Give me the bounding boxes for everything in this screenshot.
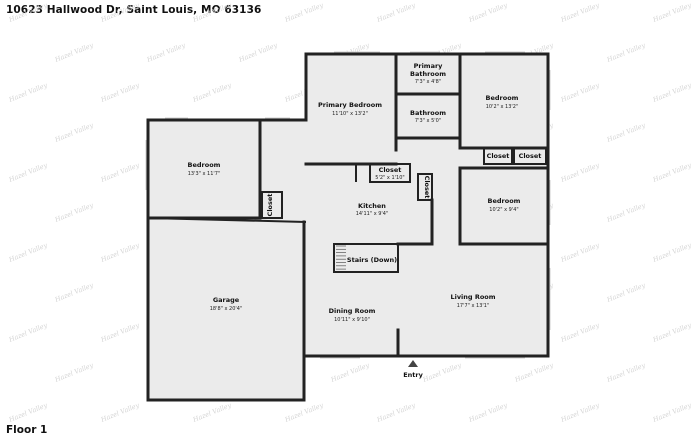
watermark-text: Hazel Valley: [53, 361, 95, 384]
watermark-text: Hazel Valley: [651, 401, 692, 424]
stairs-name: Stairs (Down): [347, 256, 397, 264]
watermark-text: Hazel Valley: [99, 241, 141, 264]
watermark-text: Hazel Valley: [7, 241, 49, 264]
stair-treads: [336, 245, 346, 270]
watermark-text: Hazel Valley: [605, 361, 647, 384]
watermark-text: Hazel Valley: [467, 1, 509, 24]
watermark-text: Hazel Valley: [99, 321, 141, 344]
walls: [146, 52, 550, 402]
closet-ne2-name: Closet: [519, 152, 542, 160]
watermark-text: Hazel Valley: [237, 41, 279, 64]
primary-bathroom-name-1: Primary: [414, 62, 444, 70]
primary-bathroom-dims: 7'3" x 4'8": [415, 79, 441, 85]
watermark-text: Hazel Valley: [145, 41, 187, 64]
watermark-text: Hazel Valley: [421, 361, 463, 384]
watermark-text: Hazel Valley: [99, 401, 141, 424]
closet-w-name: Closet: [266, 194, 274, 217]
closet-hall-dims: 5'2" x 1'10": [375, 175, 404, 181]
watermark-text: Hazel Valley: [605, 121, 647, 144]
watermark-text: Hazel Valley: [559, 321, 601, 344]
bathroom-name: Bathroom: [410, 109, 446, 117]
watermark-text: Hazel Valley: [7, 161, 49, 184]
watermark-text: Hazel Valley: [559, 241, 601, 264]
watermark-text: Hazel Valley: [559, 1, 601, 24]
dining-room-dims: 10'11" x 9'10": [334, 317, 370, 323]
bedroom-w-dims: 13'3" x 11'7": [188, 171, 221, 177]
watermark-text: Hazel Valley: [651, 321, 692, 344]
watermark-text: Hazel Valley: [605, 201, 647, 224]
bedroom-e-name: Bedroom: [488, 197, 521, 205]
watermark-text: Hazel Valley: [53, 201, 95, 224]
watermark-text: Hazel Valley: [99, 161, 141, 184]
room-fills: [148, 54, 548, 400]
kitchen-name: Kitchen: [358, 202, 386, 210]
watermark-text: Hazel Valley: [7, 401, 49, 424]
watermark-text: Hazel Valley: [191, 1, 233, 24]
entry-name: Entry: [403, 371, 423, 379]
watermark-text: Hazel Valley: [191, 401, 233, 424]
watermark-text: Hazel Valley: [651, 161, 692, 184]
room-labels: Primary Bedroom 11'10" x 13'2" Primary B…: [188, 62, 542, 379]
watermark-text: Hazel Valley: [53, 121, 95, 144]
watermark-text: Hazel Valley: [559, 81, 601, 104]
bathroom-dims: 7'3" x 5'0": [415, 118, 441, 124]
closet-hall-name: Closet: [379, 166, 402, 174]
bedroom-w-name: Bedroom: [188, 161, 221, 169]
watermark-text: Hazel Valley: [53, 281, 95, 304]
watermark-text: Hazel Valley: [53, 41, 95, 64]
bedroom-ne-dims: 10'2" x 13'2": [486, 104, 519, 110]
garage-name: Garage: [213, 296, 240, 304]
watermark-text: Hazel Valley: [467, 401, 509, 424]
primary-bedroom-name: Primary Bedroom: [318, 101, 382, 109]
watermark-text: Hazel Valley: [7, 321, 49, 344]
watermark-text: Hazel Valley: [191, 81, 233, 104]
watermark-text: Hazel Valley: [283, 1, 325, 24]
primary-bedroom-dims: 11'10" x 13'2": [332, 111, 368, 117]
watermark-text: Hazel Valley: [605, 41, 647, 64]
living-room-dims: 17'7" x 13'1": [457, 303, 490, 309]
watermark-text: Hazel Valley: [559, 401, 601, 424]
watermark-text: Hazel Valley: [651, 81, 692, 104]
floor-label: Floor 1: [6, 424, 48, 436]
watermark-text: Hazel Valley: [651, 1, 692, 24]
bedroom-ne-name: Bedroom: [486, 94, 519, 102]
page-title: 10623 Hallwood Dr, Saint Louis, MO 63136: [6, 4, 262, 16]
living-room-name: Living Room: [450, 293, 495, 301]
watermark-text: Hazel Valley: [375, 1, 417, 24]
primary-bathroom-name-2: Bathroom: [410, 70, 446, 78]
watermark-text: Hazel Valley: [375, 401, 417, 424]
closet-vert-name: Closet: [423, 176, 431, 199]
watermark-text: Hazel Valley: [7, 81, 49, 104]
watermark-text: Hazel Valley: [283, 401, 325, 424]
watermark-text: Hazel Valley: [99, 81, 141, 104]
watermark-text: Hazel Valley: [99, 1, 141, 24]
watermark-text: Hazel Valley: [605, 281, 647, 304]
watermark-text: Hazel Valley: [513, 361, 555, 384]
watermark-text: Hazel Valley: [559, 161, 601, 184]
garage-dims: 18'8" x 20'4": [210, 306, 243, 312]
dining-room-name: Dining Room: [329, 307, 376, 315]
bedroom-e-dims: 10'2" x 9'4": [489, 207, 518, 213]
watermark-text: Hazel Valley: [7, 1, 49, 24]
watermark-text: Hazel Valley: [329, 361, 371, 384]
watermark-text: Hazel Valley: [651, 241, 692, 264]
kitchen-dims: 14'11" x 9'4": [356, 211, 389, 217]
closet-ne1-name: Closet: [487, 152, 510, 160]
entry-arrow-icon: [408, 360, 418, 367]
